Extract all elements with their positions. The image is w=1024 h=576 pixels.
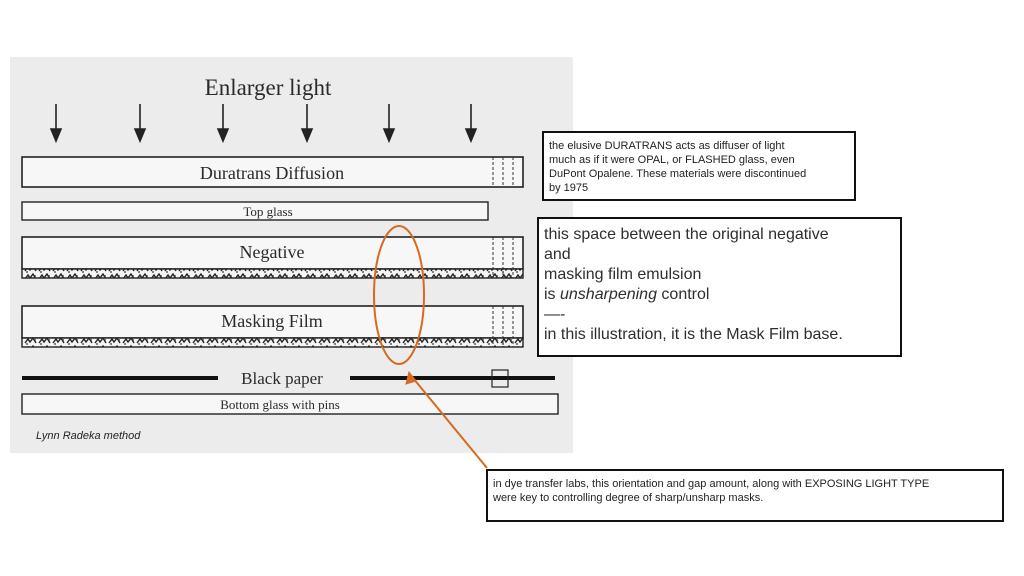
diagram-scan: Enlarger light Duratrans Diffusion Top g… (10, 57, 573, 453)
light-arrows (49, 104, 478, 144)
duratrans-note-line: DuPont Opalene. These materials were dis… (549, 168, 807, 180)
black-paper-layer: Black paper (22, 369, 555, 388)
light-arrow-2 (133, 104, 147, 144)
duratrans-note: the elusive DURATRANS acts as diffuser o… (542, 131, 856, 201)
lab-note-line: were key to controlling degree of sharp/… (493, 492, 764, 504)
masking-film-layer: Masking Film (21, 305, 524, 348)
black-paper-label: Black paper (241, 369, 323, 388)
diagram-title: Enlarger light (205, 75, 332, 100)
gap-highlight-ellipse (373, 225, 425, 365)
light-arrow-4 (300, 104, 314, 144)
space-note-line: —- (544, 306, 566, 323)
lab-note-line: in dye transfer labs, this orientation a… (493, 478, 930, 490)
space-note-line: masking film emulsion (544, 266, 702, 283)
light-arrow-1 (49, 104, 63, 144)
bottom-glass-label: Bottom glass with pins (220, 397, 340, 412)
masking-film-label: Masking Film (221, 311, 323, 331)
space-note-prefix: is (544, 286, 560, 303)
space-note-line: in this illustration, it is the Mask Fil… (544, 326, 843, 343)
duratrans-note-line: much as if it were OPAL, or FLASHED glas… (549, 154, 795, 166)
space-note: this space between the original negative… (537, 217, 902, 357)
duratrans-layer: Duratrans Diffusion (21, 156, 524, 188)
pointer-arrow (405, 370, 488, 469)
diagram-svg: Enlarger light Duratrans Diffusion Top g… (21, 75, 559, 415)
negative-layer: Negative (21, 236, 524, 279)
top-glass-layer: Top glass (21, 201, 489, 221)
space-note-suffix: control (656, 286, 710, 303)
light-arrow-3 (216, 104, 230, 144)
space-note-line: and (544, 246, 571, 263)
credit-caption: Lynn Radeka method (36, 430, 141, 442)
light-arrow-6 (464, 104, 478, 144)
space-note-line: this space between the original negative (544, 226, 829, 243)
light-arrow-5 (382, 104, 396, 144)
bottom-glass-layer: Bottom glass with pins (21, 393, 559, 415)
lab-note: in dye transfer labs, this orientation a… (486, 469, 1004, 522)
duratrans-note-line: the elusive DURATRANS acts as diffuser o… (549, 140, 785, 152)
duratrans-note-line: by 1975 (549, 182, 589, 194)
space-note-line: is unsharpening control (544, 285, 895, 305)
duratrans-label: Duratrans Diffusion (200, 163, 344, 183)
negative-label: Negative (240, 242, 305, 262)
top-glass-label: Top glass (243, 204, 292, 219)
space-note-emphasis: unsharpening (560, 286, 657, 303)
